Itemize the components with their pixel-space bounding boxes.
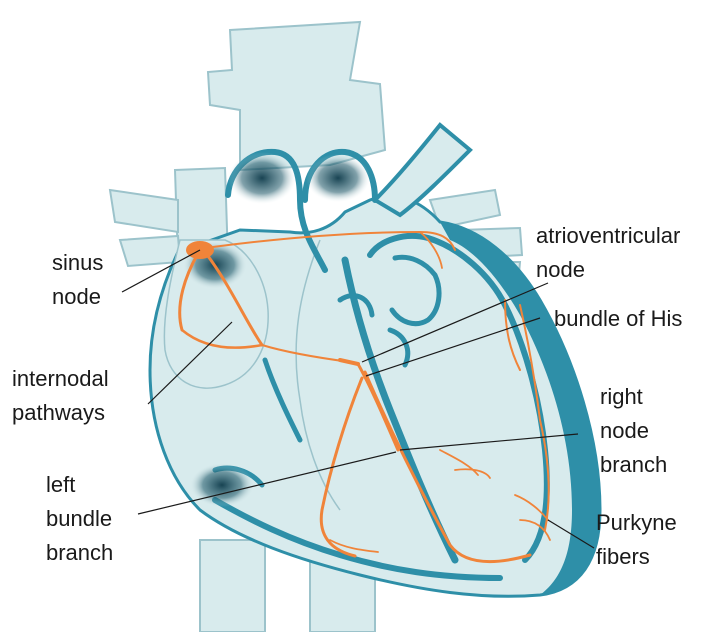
label-right-node-branch: right node branch: [600, 384, 667, 477]
aortic-arch: [208, 22, 385, 170]
inferior-vena-cava-opening-shadow: [190, 463, 254, 507]
pulmonary-opening-shadow: [306, 154, 370, 202]
label-atrioventricular-node: atrioventricular node: [536, 223, 686, 282]
vessel-branch-left-upper: [110, 190, 178, 232]
inferior-vena-cava: [200, 540, 265, 632]
label-bundle-of-his: bundle of His: [554, 306, 682, 331]
label-left-bundle-branch: left bundle branch: [46, 472, 118, 565]
label-purkyne-fibers: Purkyne fibers: [596, 510, 683, 569]
label-internodal-pathways: internodal pathways: [12, 366, 115, 425]
label-sinus-node: sinus node: [52, 250, 109, 309]
aortic-opening-shadow: [228, 152, 296, 204]
vessel-branch-left-lower: [120, 236, 180, 266]
